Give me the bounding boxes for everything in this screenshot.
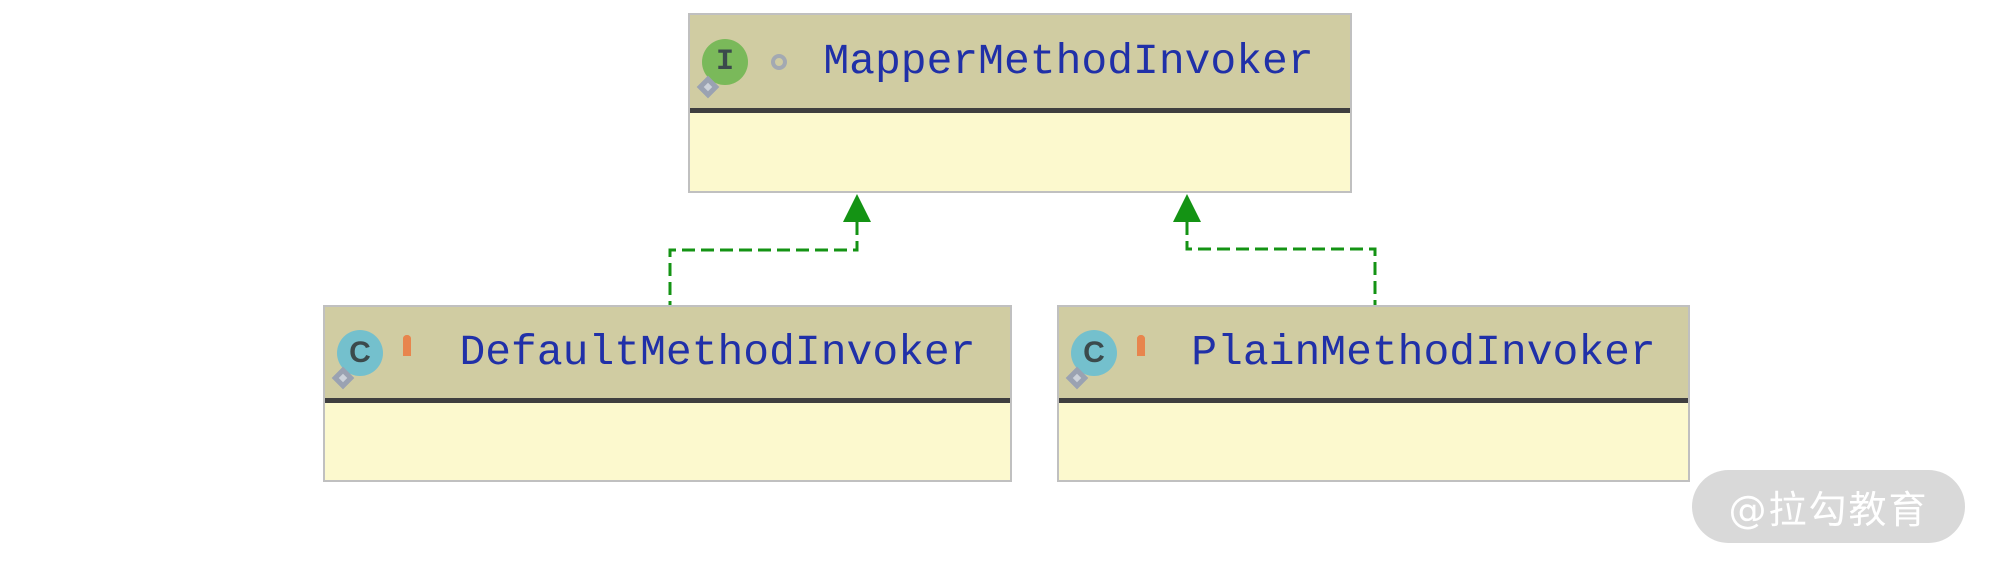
implements-arrow-plain (1173, 194, 1201, 222)
class-icon: C (331, 329, 383, 389)
uml-node-default-method-invoker[interactable]: C DefaultMethodInvoker (323, 305, 1012, 482)
node-members-area (1059, 403, 1688, 480)
node-header: C PlainMethodInvoker (1059, 307, 1688, 398)
uml-node-plain-method-invoker[interactable]: C PlainMethodInvoker (1057, 305, 1690, 482)
lock-shackle (1137, 334, 1145, 356)
watermark-badge: @拉勾教育 (1692, 470, 1965, 543)
header-separator (325, 398, 1010, 403)
implements-edge-plain-to-mapper[interactable] (1185, 222, 1377, 306)
modifier-ring-icon (771, 53, 787, 70)
lock-icon (1137, 334, 1159, 367)
node-title: DefaultMethodInvoker (459, 328, 976, 377)
header-separator (690, 108, 1350, 113)
node-members-area (690, 113, 1350, 191)
node-header: I MapperMethodInvoker (690, 15, 1350, 108)
class-icon: C (1065, 329, 1117, 389)
watermark-text: @拉勾教育 (1728, 488, 1929, 532)
lock-shackle (403, 334, 411, 356)
implements-edge-default-to-mapper[interactable] (668, 222, 859, 307)
header-separator (1059, 398, 1688, 403)
uml-node-mapper-method-invoker[interactable]: I MapperMethodInvoker (688, 13, 1352, 193)
node-title: MapperMethodInvoker (823, 37, 1314, 86)
node-title: PlainMethodInvoker (1191, 328, 1656, 377)
interface-icon: I (696, 38, 748, 98)
node-members-area (325, 403, 1010, 480)
lock-icon (403, 334, 425, 367)
node-header: C DefaultMethodInvoker (325, 307, 1010, 398)
implements-arrow-default (843, 194, 871, 222)
